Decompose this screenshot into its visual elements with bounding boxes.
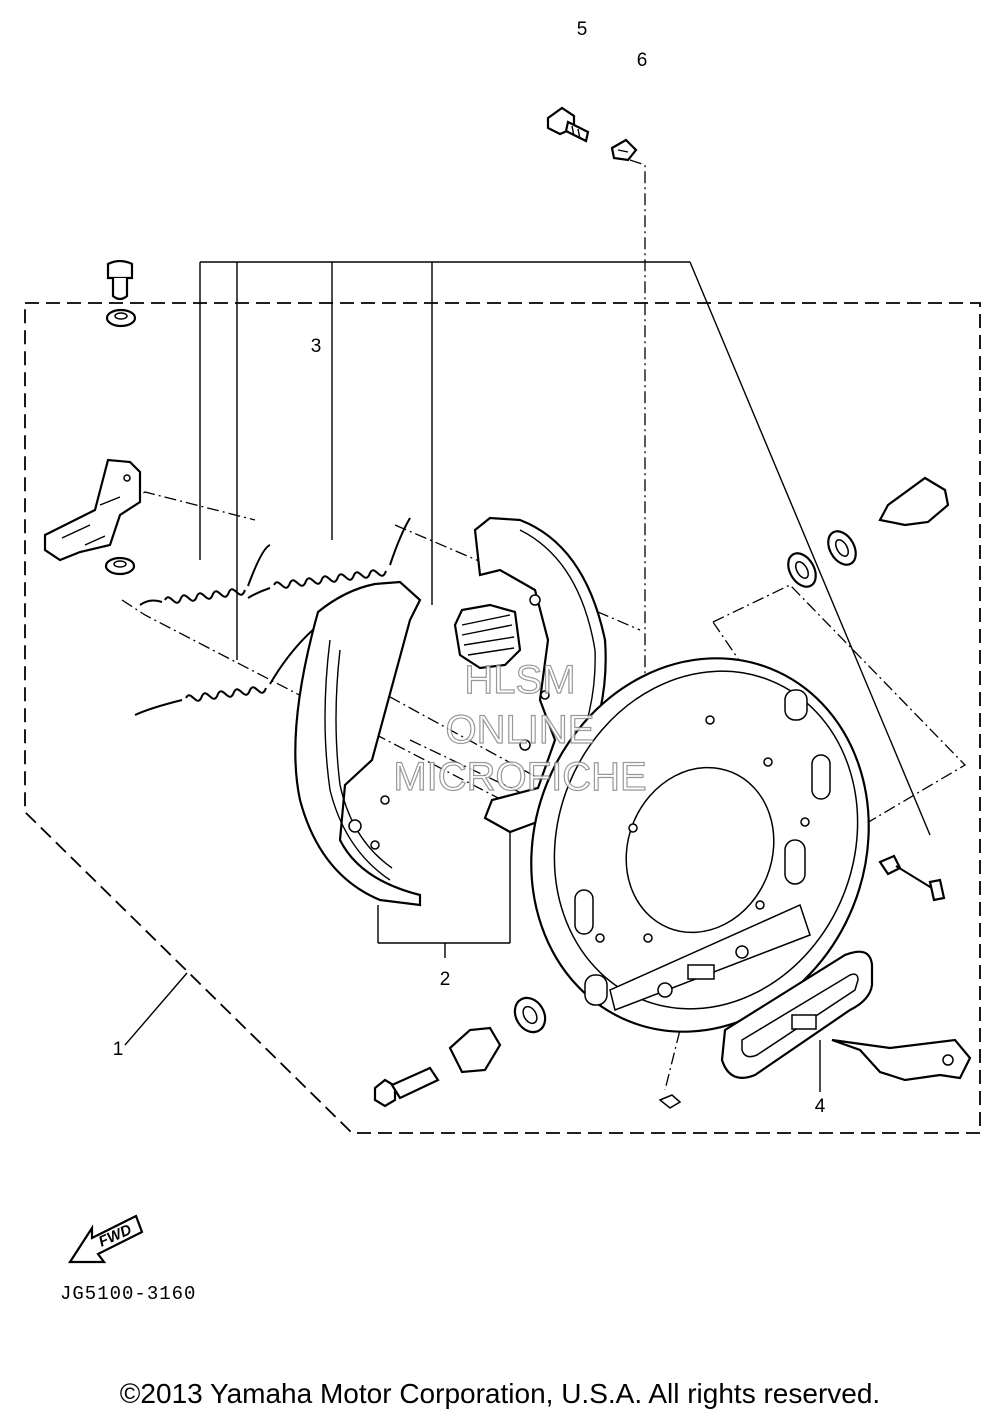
clip-part-6: [610, 138, 638, 162]
callout-1: 1: [113, 1039, 124, 1060]
copyright-notice: ©2013 Yamaha Motor Corporation, U.S.A. A…: [119, 1378, 881, 1409]
callout-3: 3: [311, 336, 322, 357]
brake-lever: [43, 458, 142, 562]
bolt-part-5: [546, 106, 590, 143]
adjuster-cylinder: [787, 476, 950, 588]
svg-text:MICROFICHE: MICROFICHE: [393, 755, 646, 799]
return-springs-part-3: [134, 517, 522, 716]
callout-2: 2: [440, 969, 451, 990]
lower-fasteners: [373, 996, 682, 1109]
callouts: 1 2 3 4 5 6: [113, 19, 826, 1117]
callout-5: 5: [577, 19, 588, 40]
lower-spring: [134, 627, 316, 716]
dust-cover-part-4: [720, 950, 874, 1079]
pivot-pin: [104, 259, 137, 576]
backing-plate: [530, 657, 870, 1033]
fwd-arrow-icon: FWD: [67, 1214, 144, 1264]
middle-spring: [247, 517, 411, 599]
leader-lines: [124, 159, 931, 1092]
callout-4: 4: [815, 1096, 826, 1117]
coil-spring: [453, 603, 522, 670]
hold-down-pin: [878, 854, 946, 902]
brake-shoe-left: [294, 580, 422, 907]
watermark: HLSM ONLINE MICROFICHE: [393, 657, 648, 799]
adjuster-lever: [831, 1038, 972, 1082]
upper-spring: [139, 544, 271, 606]
svg-text:ONLINE: ONLINE: [446, 708, 595, 752]
svg-text:HLSM: HLSM: [464, 658, 575, 702]
callout-6: 6: [637, 50, 648, 71]
diagram-code: JG5100-3160: [60, 1283, 196, 1305]
